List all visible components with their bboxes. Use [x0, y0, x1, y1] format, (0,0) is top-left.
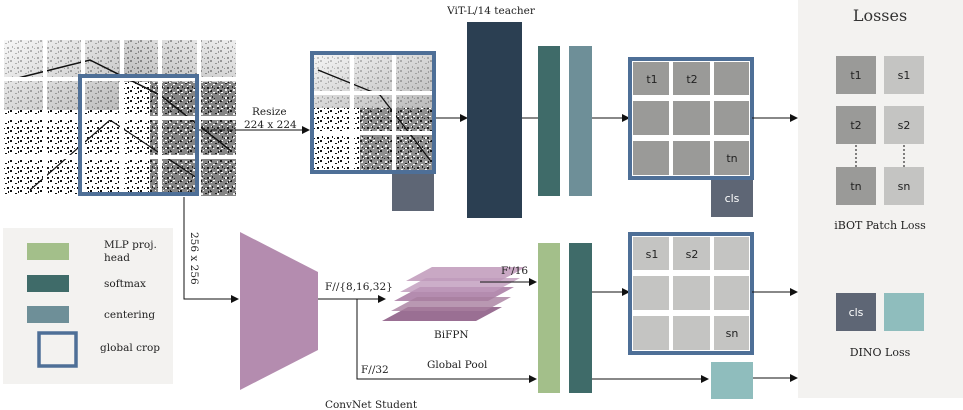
- bifpn-label: BiFPN: [434, 329, 469, 341]
- ibot-loss-group: t1 s1 t2 s2 tn sn: [836, 56, 924, 205]
- ibot-teacher-tile: [836, 167, 876, 205]
- legend-mlp-label-2: head: [104, 252, 130, 264]
- teacher-centering-bar: [569, 46, 592, 196]
- resize-label-2: 224 x 224: [244, 119, 297, 131]
- student-patch-grid: [628, 232, 754, 355]
- student-patch-s2: s2: [686, 248, 699, 261]
- global-pool-arrow: [356, 299, 537, 383]
- crop-size-label: 256 x 256: [188, 232, 200, 285]
- global-crop-box: [78, 74, 199, 196]
- input-image: [4, 40, 236, 196]
- student-mlp-bar: [538, 243, 560, 393]
- ibot-teacher-tile: [836, 56, 876, 94]
- ibot-teacher-tile: [836, 106, 876, 144]
- f32-label: F//32: [361, 364, 389, 376]
- legend-centering-swatch: [27, 306, 69, 323]
- resized-crop-image: [312, 53, 434, 172]
- ibot-student-tile: [884, 56, 924, 94]
- ibot-teacher-label: tn: [850, 180, 861, 193]
- ibot-loss-label: iBOT Patch Loss: [834, 219, 926, 232]
- dino-cls-label: cls: [849, 306, 864, 319]
- ibot-student-tile: [884, 167, 924, 205]
- dino-loss-label: DINO Loss: [850, 346, 911, 359]
- ibot-teacher-label: t2: [850, 119, 861, 132]
- resized-crop-box: [310, 51, 436, 174]
- teacher-cls-input-tile: [392, 168, 434, 211]
- student-cls-tile: [711, 362, 753, 399]
- legend-softmax-swatch: [27, 275, 69, 292]
- global-pool-label: Global Pool: [427, 359, 488, 371]
- student-input-arrow: [183, 197, 239, 303]
- teacher-title: ViT-L/14 teacher: [446, 5, 536, 17]
- losses-title: Losses: [853, 6, 907, 25]
- teacher-patch-grid: [628, 57, 754, 180]
- student-patch-s1: s1: [646, 248, 659, 261]
- teacher-cls-tile: [711, 179, 753, 217]
- teacher-patch-t1: t1: [646, 73, 657, 86]
- teacher-patch-tn: tn: [726, 152, 737, 165]
- teacher-cls-label: cls: [725, 192, 740, 205]
- legend-centering-label: centering: [104, 309, 155, 321]
- student-trapezoid: [240, 232, 318, 390]
- legend-mlp-label: MLP proj.: [104, 239, 157, 251]
- student-patch-sn: sn: [726, 327, 739, 340]
- teacher-softmax-bar: [538, 46, 560, 196]
- ibot-student-tile: [884, 106, 924, 144]
- legend-crop-label: global crop: [100, 342, 160, 354]
- multi-scale-label: F//{8,16,32}: [325, 281, 393, 293]
- f16-label: F'/16: [501, 265, 528, 277]
- student-softmax-bar: [569, 243, 592, 393]
- teacher-block: [467, 22, 522, 218]
- legend-softmax-label: softmax: [104, 278, 146, 290]
- legend-mlp-swatch: [27, 243, 69, 260]
- legend-crop-swatch: [37, 331, 78, 368]
- ibot-student-label: s1: [898, 69, 911, 82]
- teacher-patch-t2: t2: [686, 73, 697, 86]
- ibot-teacher-label: t1: [850, 69, 861, 82]
- resize-label-1: Resize: [252, 106, 287, 118]
- losses-panel: [798, 0, 963, 398]
- dino-student-tile: [884, 293, 924, 331]
- ibot-student-label: sn: [898, 180, 911, 193]
- dino-cls-tile: [836, 293, 876, 331]
- ibot-student-label: s2: [898, 119, 911, 132]
- bifpn-stack: [382, 267, 526, 321]
- student-title: ConvNet Student: [325, 399, 418, 410]
